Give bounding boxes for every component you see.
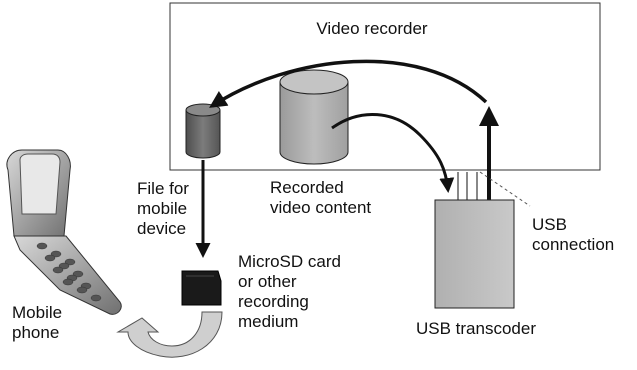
sd-card-label-line-4: medium [238, 312, 298, 331]
large-cylinder-icon [279, 69, 349, 165]
large-cylinder-label-line-1: Recorded [270, 178, 344, 197]
small-cylinder-label-line-3: device [137, 219, 186, 238]
sd-card-label-line-3: recording [238, 292, 309, 311]
usb-connection-label: USB connection [532, 215, 614, 254]
large-cylinder-label: Recorded video content [270, 178, 371, 217]
microsd-card-icon [181, 270, 222, 306]
transcoder-box-icon [434, 199, 515, 309]
arrow-to-mobile-file [209, 59, 488, 108]
phone-label-line-1: Mobile [12, 303, 62, 322]
small-cylinder-label-line-2: mobile [137, 199, 187, 218]
transcoder-label: USB transcoder [416, 319, 536, 338]
video-recorder-box [169, 2, 601, 171]
usb-connector-lines [457, 172, 478, 200]
usb-leader-line [479, 171, 531, 207]
large-cylinder-label-line-2: video content [270, 198, 371, 217]
sd-card-label: MicroSD card or other recording medium [238, 252, 346, 331]
small-cylinder-label-line-1: File for [137, 179, 189, 198]
sd-card-label-line-1: MicroSD card [238, 252, 341, 271]
small-cylinder-label: File for mobile device [137, 179, 194, 238]
arrow-content-to-transcoder [331, 112, 455, 193]
mobile-phone-icon [6, 149, 122, 315]
usb-label-line-2: connection [532, 235, 614, 254]
sd-card-label-line-2: or other [238, 272, 297, 291]
usb-label-line-1: USB [532, 215, 567, 234]
small-cylinder-icon [185, 103, 221, 159]
phone-label: Mobile phone [12, 303, 67, 342]
return-arrow-icon [116, 311, 223, 358]
phone-label-line-2: phone [12, 323, 59, 342]
video-recorder-title: Video recorder [316, 19, 428, 38]
